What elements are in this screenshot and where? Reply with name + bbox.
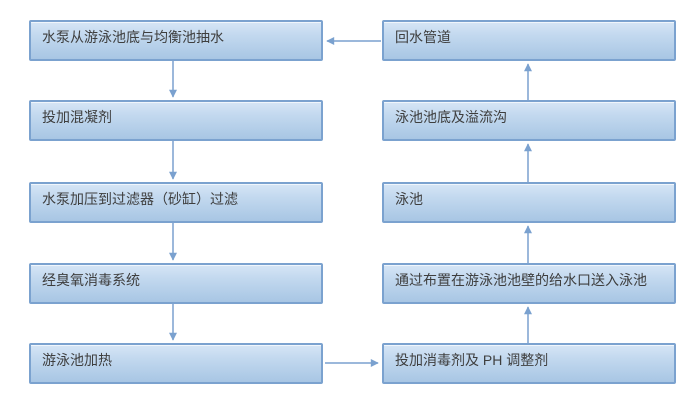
box-add-disinfectant-ph-adjuster: 投加消毒剂及 PH 调整剂 (382, 343, 676, 384)
box-pump-from-pool-bottom: 水泵从游泳池底与均衡池抽水 (29, 20, 323, 61)
box-pool: 泳池 (382, 182, 676, 223)
box-wall-inlet-to-pool: 通过布置在游泳池池壁的给水口送入泳池 (382, 263, 676, 304)
box-ozone-disinfection-system: 经臭氧消毒系统 (29, 263, 323, 304)
box-pump-to-sand-filter: 水泵加压到过滤器（砂缸）过滤 (29, 182, 323, 223)
box-pool-heating: 游泳池加热 (29, 343, 323, 384)
box-return-pipe: 回水管道 (382, 20, 676, 61)
box-pool-bottom-and-overflow-gutter: 泳池池底及溢流沟 (382, 100, 676, 141)
box-add-coagulant: 投加混凝剂 (29, 100, 323, 141)
